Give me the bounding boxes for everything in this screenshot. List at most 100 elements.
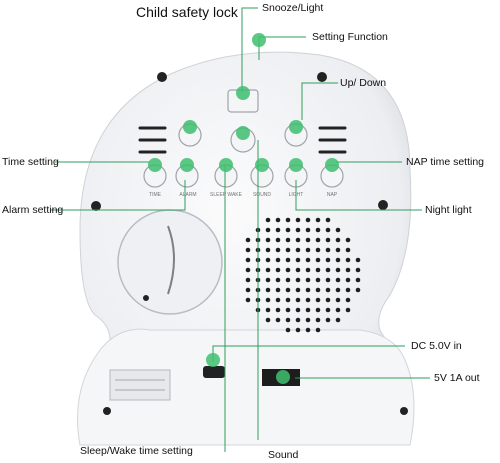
speaker-hole [265,297,271,303]
speaker-hole [285,317,291,323]
label-sound: Sound [268,449,299,461]
speaker-hole [335,267,341,273]
vent-slots [138,126,347,154]
speaker-hole [265,227,271,233]
speaker-hole [285,287,291,293]
speaker-hole [305,327,311,333]
label-sleep-wake: Sleep/Wake time setting [80,445,193,457]
speaker-hole [285,227,291,233]
speaker-hole [245,277,251,283]
speaker-hole [265,237,271,243]
label-time-setting: Time setting [2,156,59,168]
speaker-hole [325,267,331,273]
speaker-hole [305,247,311,253]
speaker-hole [275,217,281,223]
speaker-hole [325,257,331,263]
speaker-hole [285,237,291,243]
speaker-hole [305,257,311,263]
speaker-hole [295,287,301,293]
speaker-hole [265,317,271,323]
label-alarm-setting: Alarm setting [2,204,64,216]
speaker-hole [345,247,351,253]
speaker-hole [275,297,281,303]
speaker-hole [345,277,351,283]
speaker-hole [355,287,361,293]
speaker-hole [305,317,311,323]
speaker-hole [295,227,301,233]
label-usb-out: 5V 1A out [434,372,480,384]
speaker-hole [295,237,301,243]
speaker-hole [315,267,321,273]
speaker-hole [335,307,341,313]
speaker-hole [305,237,311,243]
speaker-hole [335,317,341,323]
speaker-hole [265,287,271,293]
speaker-hole [335,297,341,303]
speaker-hole [245,257,251,263]
speaker-hole [245,287,251,293]
speaker-hole [305,277,311,283]
speaker-hole [245,267,251,273]
speaker-hole [265,257,271,263]
speaker-hole [275,237,281,243]
speaker-hole [315,277,321,283]
silk-light: LIGHT [289,192,304,198]
speaker-hole [275,317,281,323]
silk-sound: SOUND [253,192,271,198]
screw-holes [91,72,408,415]
speaker-hole [265,247,271,253]
speaker-hole [265,217,271,223]
speaker-hole [345,297,351,303]
speaker-hole [305,217,311,223]
speaker-hole [305,267,311,273]
speaker-grille [245,217,361,333]
speaker-hole [325,297,331,303]
label-setting-function: Setting Function [312,31,388,43]
speaker-hole [335,237,341,243]
label-dc-in: DC 5.0V in [411,340,462,352]
green-markers [148,33,339,384]
speaker-hole [285,257,291,263]
speaker-hole [275,257,281,263]
speaker-hole [345,237,351,243]
speaker-hole [315,247,321,253]
speaker-hole [325,277,331,283]
speaker-hole [305,297,311,303]
speaker-hole [325,287,331,293]
speaker-hole [345,287,351,293]
speaker-hole [295,257,301,263]
speaker-hole [345,257,351,263]
speaker-hole [295,317,301,323]
speaker-hole [315,287,321,293]
speaker-hole [275,247,281,253]
button-silk-labels: TIME ALARM SLEEP WAKE SOUND LIGHT NAP [149,192,338,198]
speaker-hole [275,277,281,283]
speaker-hole [325,227,331,233]
speaker-hole [245,237,251,243]
speaker-hole [335,247,341,253]
speaker-hole [275,287,281,293]
label-child-lock: Child safety lock [136,4,238,20]
speaker-hole [345,307,351,313]
speaker-hole [295,247,301,253]
speaker-hole [315,257,321,263]
speaker-hole [335,257,341,263]
speaker-hole [265,267,271,273]
speaker-hole [325,237,331,243]
speaker-hole [285,307,291,313]
speaker-hole [285,267,291,273]
speaker-hole [245,247,251,253]
speaker-hole [285,327,291,333]
speaker-hole [285,217,291,223]
speaker-hole [285,277,291,283]
speaker-hole [315,297,321,303]
speaker-hole [275,267,281,273]
speaker-hole [345,267,351,273]
speaker-hole [285,247,291,253]
speaker-hole [245,297,251,303]
speaker-hole [315,317,321,323]
speaker-hole [295,307,301,313]
silk-sleep-wake: SLEEP WAKE [210,192,243,198]
speaker-hole [355,257,361,263]
speaker-hole [315,327,321,333]
